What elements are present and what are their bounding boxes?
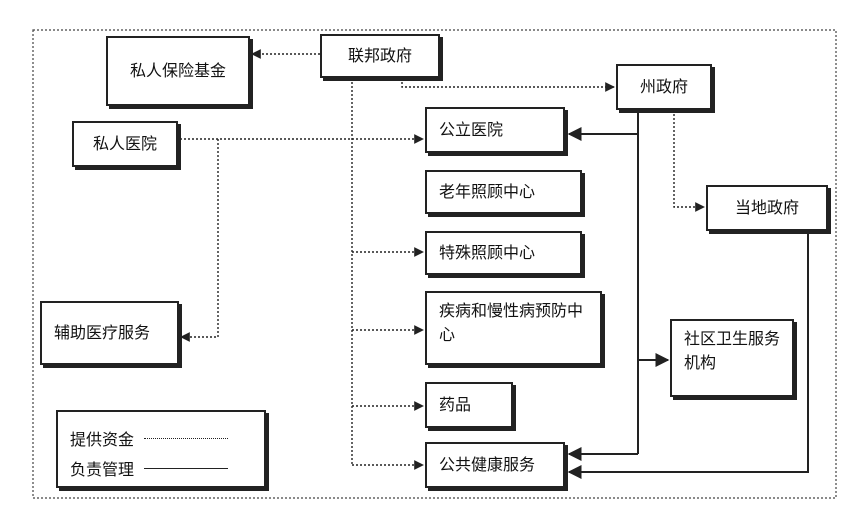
legend-funding-label: 提供资金 bbox=[70, 430, 135, 449]
node-aux-medical: 辅助医疗服务 bbox=[40, 301, 179, 365]
legend-management: 负责管理 bbox=[70, 456, 229, 480]
node-community-health: 社区卫生服务机构 bbox=[670, 319, 794, 397]
node-elderly-care: 老年照顾中心 bbox=[425, 170, 582, 214]
arrow-private-hospital-to-aux bbox=[180, 139, 219, 342]
legend-dotted-line bbox=[144, 437, 229, 439]
node-state-gov-label: 州政府 bbox=[639, 77, 688, 96]
legend-management-label: 负责管理 bbox=[70, 460, 135, 479]
node-private-hospital: 私人医院 bbox=[72, 121, 178, 167]
legend-solid-line bbox=[144, 467, 229, 469]
arrow-local-to-public-health bbox=[567, 231, 809, 479]
node-special-care: 特殊照顾中心 bbox=[425, 231, 582, 275]
node-public-health: 公共健康服务 bbox=[425, 442, 565, 488]
legend-funding: 提供资金 bbox=[70, 426, 229, 450]
node-aux-medical-label: 辅助医疗服务 bbox=[54, 323, 151, 342]
node-private-hospital-label: 私人医院 bbox=[92, 134, 157, 153]
node-disease-prevention: 疾病和慢性病预防中心 bbox=[425, 291, 602, 365]
legend: 提供资金 负责管理 bbox=[56, 410, 266, 488]
node-public-hospital-label: 公立医院 bbox=[439, 120, 504, 139]
node-federal-gov: 联邦政府 bbox=[320, 34, 440, 78]
outer-frame bbox=[32, 29, 837, 499]
node-pharma-label: 药品 bbox=[439, 395, 472, 414]
node-private-insurance: 私人保险基金 bbox=[106, 36, 250, 106]
node-local-gov: 当地政府 bbox=[706, 185, 828, 231]
node-special-care-label: 特殊照顾中心 bbox=[439, 243, 536, 262]
arrow-state-to-local bbox=[673, 110, 705, 212]
node-pharma: 药品 bbox=[425, 382, 513, 428]
node-community-health-label: 社区卫生服务机构 bbox=[684, 329, 781, 372]
node-state-gov: 州政府 bbox=[616, 64, 712, 110]
node-public-hospital: 公立医院 bbox=[425, 107, 565, 153]
arrow-state-to-public-hospital bbox=[567, 110, 639, 141]
node-disease-prevention-label: 疾病和慢性病预防中心 bbox=[439, 301, 584, 344]
node-private-insurance-label: 私人保险基金 bbox=[129, 61, 226, 80]
arrow-federal-to-state bbox=[401, 78, 615, 92]
node-federal-gov-label: 联邦政府 bbox=[347, 46, 412, 65]
node-local-gov-label: 当地政府 bbox=[734, 198, 799, 217]
node-public-health-label: 公共健康服务 bbox=[439, 455, 536, 474]
node-elderly-care-label: 老年照顾中心 bbox=[439, 182, 536, 201]
